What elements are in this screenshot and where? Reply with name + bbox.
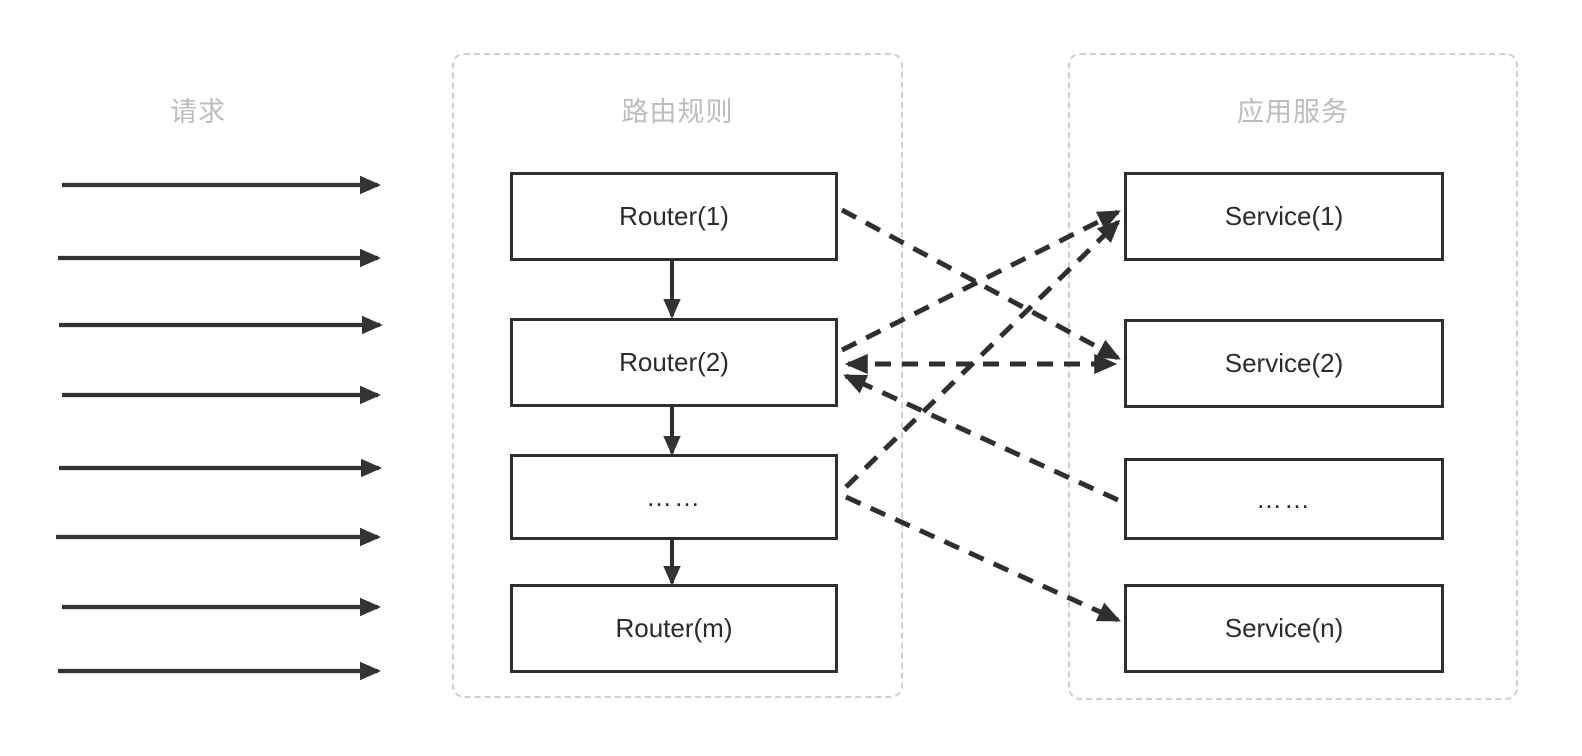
router-node-2[interactable]: Router(2) xyxy=(510,318,838,407)
router-node-ellipsis[interactable]: …… xyxy=(510,454,838,540)
router-node-m[interactable]: Router(m) xyxy=(510,584,838,673)
link-router1-service2 xyxy=(840,207,1121,361)
router-group-title: 路由规则 xyxy=(621,97,734,127)
link-router-ellipsis-servicen xyxy=(844,494,1121,623)
request-arrows xyxy=(56,175,383,681)
service-group-title: 应用服务 xyxy=(1237,97,1349,127)
link-service-ellipsis-router2 xyxy=(843,373,1120,503)
router-group-frame xyxy=(452,53,903,698)
service-node-ellipsis[interactable]: …… xyxy=(1124,458,1444,540)
service-node-2[interactable]: Service(2) xyxy=(1124,319,1444,408)
service-group-frame xyxy=(1068,53,1518,700)
link-router-ellipsis-service1 xyxy=(844,219,1121,489)
service-node-n[interactable]: Service(n) xyxy=(1124,584,1444,673)
router-node-1[interactable]: Router(1) xyxy=(510,172,838,261)
link-router2-service1 xyxy=(840,209,1121,353)
service-node-1[interactable]: Service(1) xyxy=(1124,172,1444,261)
request-label: 请求 xyxy=(170,97,226,127)
routing-links xyxy=(840,207,1121,623)
